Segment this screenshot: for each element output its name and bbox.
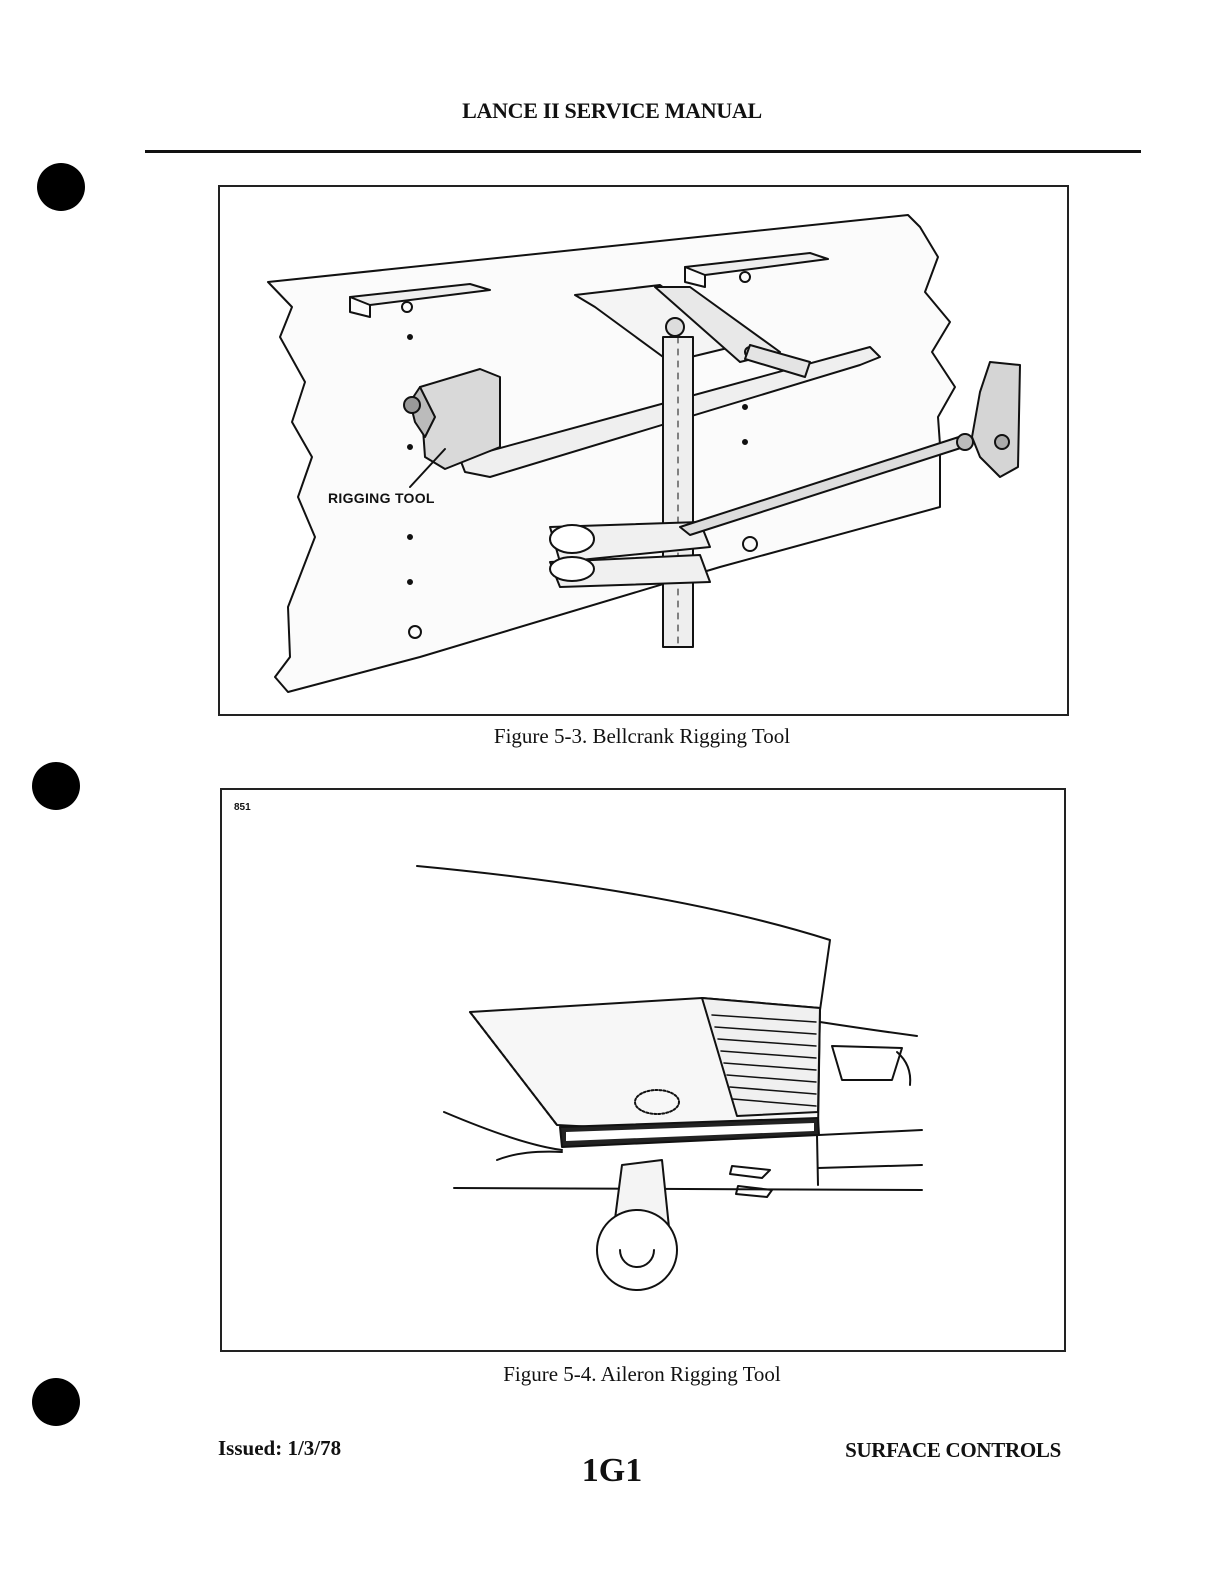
figure-code: 851 [234,802,251,813]
wing-leading-edge [417,866,830,1010]
figure-5-3-caption: Figure 5-3. Bellcrank Rigging Tool [30,724,1224,749]
figure-5-4-frame: 851 [220,788,1066,1352]
section-name: SURFACE CONTROLS [845,1438,1061,1463]
main-wheel [597,1210,677,1290]
spar-plate [268,215,955,692]
binder-hole-middle [32,762,80,810]
rigging-tool-callout: RIGGING TOOL [328,490,435,506]
fuselage-lower [444,1112,562,1150]
binder-hole-top [37,163,85,211]
figure-5-3-frame: RIGGING TOOL [218,185,1069,716]
control-horn [972,362,1020,477]
aileron-rigging-tool-illustration [222,790,1064,1350]
bellcrank-rigging-tool-illustration [220,187,1067,714]
figure-5-4-caption: Figure 5-4. Aileron Rigging Tool [30,1362,1224,1387]
header-rule [145,150,1141,153]
manual-title: LANCE II SERVICE MANUAL [0,98,1224,124]
